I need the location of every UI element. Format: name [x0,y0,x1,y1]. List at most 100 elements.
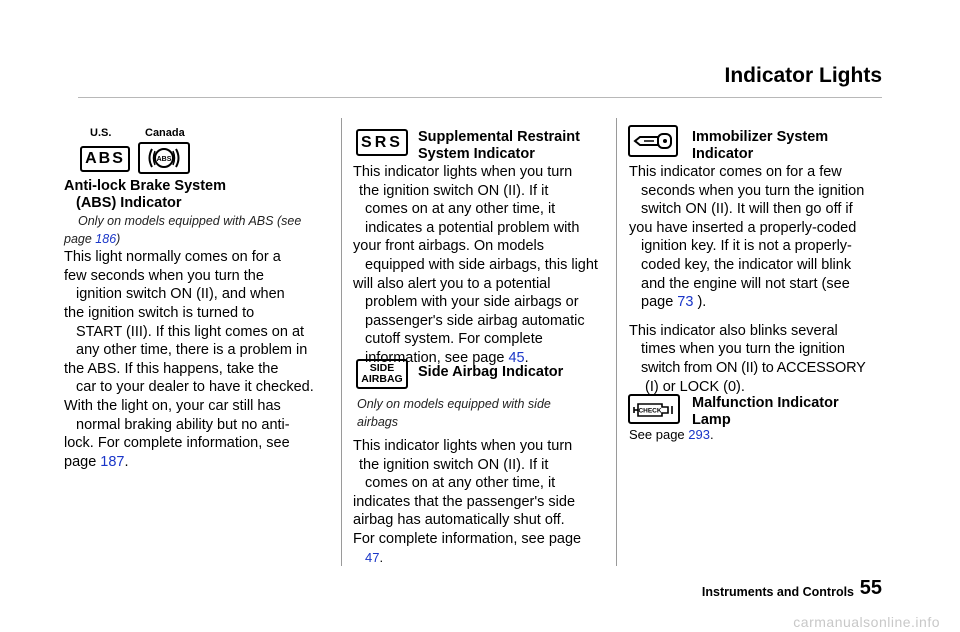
page-title: Indicator Lights [724,64,883,87]
side-airbag-body: This indicator lights when you turn the … [353,437,611,567]
abs-us-icon: ABS [80,146,130,172]
immobilizer-page-link[interactable]: 73 [677,294,694,311]
abs-title-line2: (ABS) Indicator [76,194,182,211]
abs-last-suffix: . [124,453,129,470]
abs-body-line: few seconds when you turn the [64,267,264,284]
immobilizer-title-line2: Indicator [692,145,754,162]
side-airbag-section: Only on models equipped with side airbag… [353,395,611,567]
side-airbag-body-line: the ignition switch ON (II). If it [359,456,549,473]
abs-body-line: lock. For complete information, see [64,435,290,452]
immobilizer-body-last-line: page 73 ). [629,293,889,312]
immobilizer-body2-line: (I) or LOCK (0). [645,378,745,395]
abs-body-last-line: page 187. [64,453,334,472]
abs-body-line: With the light on, your car still has [64,397,281,414]
immobilizer-body2-line: This indicator also blinks several [629,322,838,339]
immobilizer-title: Immobilizer System Indicator [692,129,828,162]
side-airbag-body-line: indicates that the passenger's side [353,493,576,510]
srs-title-line2: System Indicator [418,145,535,162]
srs-title: Supplemental Restraint System Indicator [418,129,580,162]
abs-body-line: any other time, there is a problem in [76,342,308,359]
watermark: carmanualsonline.info [793,614,940,630]
page-number: 55 [859,577,882,599]
check-icon-text: CHECK [638,408,661,415]
abs-canada-icon: ABS [138,142,190,174]
abs-title-line1: Anti-lock Brake System [64,178,226,194]
immobilizer-body-line: and the engine will not start (see [641,275,850,292]
srs-body-line: problem with your side airbags or [365,294,579,311]
abs-note-page-link[interactable]: 186 [95,232,117,247]
malfunction-see-suffix: . [710,427,714,442]
abs-note-suffix: ) [116,232,121,247]
immobilizer-title-line1: Immobilizer System [692,129,829,145]
side-airbag-icon-line2: AIRBAG [361,373,403,385]
malfunction-icon: CHECK [628,394,680,424]
immobilizer-body: This indicator comes on for a few second… [629,163,889,396]
side-airbag-body-line: For complete information, see page [353,530,582,547]
side-airbag-icon: SIDE AIRBAG [356,359,408,389]
abs-body-line: car to your dealer to have it checked. [76,379,314,396]
side-airbag-note-line1: Only on models equipped with side [357,397,551,411]
malfunction-see-page: See page 293. [629,427,714,442]
abs-note-line2: page 186) [64,230,334,248]
side-airbag-title: Side Airbag Indicator [418,364,564,380]
abs-canada-icon-text: ABS [157,156,172,163]
footer-section-label: Instruments and Controls [701,585,854,599]
header-rule [78,97,882,98]
immobilizer-body2-line: switch from ON (II) to ACCESSORY [641,359,866,376]
abs-body: This light normally comes on for a few s… [64,248,334,471]
srs-body-line: equipped with side airbags, this light [365,256,598,273]
srs-body-line: passenger's side airbag automatic [365,312,585,329]
column-divider-right [616,118,617,566]
srs-body-line: indicates a potential problem with [365,219,580,236]
immobilizer-body-line: switch ON (II). It will then go off if [641,201,853,218]
malfunction-see-prefix: See page [629,427,685,442]
abs-last-prefix: page [64,453,97,470]
side-airbag-body-line: airbag has automatically shut off. [353,512,565,529]
immobilizer-body-line: you have inserted a properly-coded [629,219,857,236]
immobilizer-last-prefix: page [641,294,674,311]
immobilizer-body2-line: times when you turn the ignition [641,341,845,358]
abs-note-line1: Only on models equipped with ABS (see [78,214,302,229]
side-airbag-body-last-line: 47. [353,549,611,568]
malfunction-title-line1: Malfunction Indicator [692,395,839,411]
srs-icon: SRS [356,129,408,156]
immobilizer-last-suffix: ). [697,294,707,311]
srs-body-last-line: information, see page 45. [353,349,611,368]
immobilizer-body-line: coded key, the indicator will blink [641,256,852,273]
srs-last-suffix: . [524,349,529,366]
us-label: U.S. [90,127,112,139]
abs-body-line: ignition switch ON (II), and when [76,286,285,303]
abs-body-line: This light normally comes on for a [64,249,281,266]
srs-title-line1: Supplemental Restraint [418,129,580,145]
abs-section: Anti-lock Brake System (ABS) Indicator O… [64,178,334,471]
side-airbag-body-line: This indicator lights when you turn [353,438,573,454]
side-airbag-icon-line1: SIDE [369,362,395,374]
side-airbag-last-suffix: . [379,549,384,565]
srs-body-line: your front airbags. On models [353,238,545,255]
side-airbag-note-line2: airbags [357,415,398,429]
abs-body-line: the ABS. If this happens, take the [64,360,279,377]
key-icon [633,133,672,149]
column-divider-left [341,118,342,566]
abs-body-line: normal braking ability but no anti- [76,416,290,433]
abs-note-prefix: page [64,232,92,247]
immobilizer-icon [628,125,678,157]
side-airbag-body-line: comes on at any other time, it [365,475,556,492]
immobilizer-body-line: seconds when you turn the ignition [641,182,865,199]
srs-body-line: comes on at any other time, it [365,201,556,218]
srs-body-line: will also alert you to a potential [353,275,551,292]
srs-body-line: the ignition switch ON (II). If it [359,182,549,199]
srs-body: This indicator lights when you turn the … [353,163,611,368]
immobilizer-body-line: This indicator comes on for a few [629,164,842,180]
immobilizer-body-line: ignition key. If it is not a properly- [641,238,852,255]
srs-page-link[interactable]: 45 [508,349,525,366]
malfunction-page-link[interactable]: 293 [688,427,710,442]
canada-label: Canada [145,127,185,139]
srs-icon-text: SRS [361,133,403,151]
side-airbag-page-link[interactable]: 47 [365,549,380,565]
abs-body-line: START (III). If this light comes on at [76,323,305,340]
abs-icon-text: ABS [85,150,125,167]
srs-last-prefix: information, see page [365,349,505,366]
abs-brake-circle-icon: ABS [148,148,180,168]
abs-page-link[interactable]: 187 [100,453,125,470]
